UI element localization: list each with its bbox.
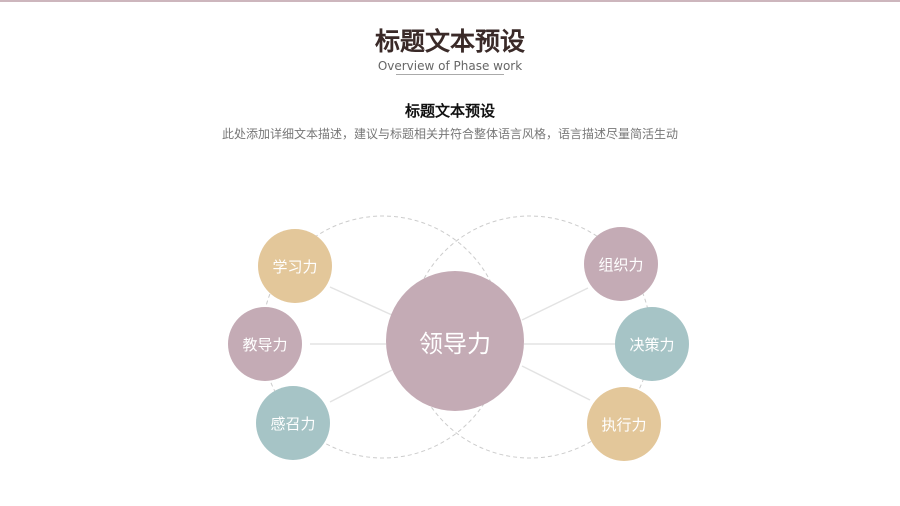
- node-execution: 执行力: [587, 387, 661, 461]
- page-subtitle: Overview of Phase work: [377, 59, 523, 73]
- center-node-leadership: 领导力: [386, 271, 524, 411]
- section-heading: 标题文本预设: [404, 102, 495, 120]
- node-decision: 决策力: [615, 307, 689, 381]
- connector: [329, 286, 393, 316]
- connector: [521, 287, 589, 321]
- node-label: 决策力: [629, 335, 675, 354]
- node-teaching: 教导力: [228, 307, 302, 381]
- section-description: 此处添加详细文本描述，建议与标题相关并符合整体语言风格，语言描述尽量简活生动: [221, 127, 678, 141]
- top-border: [0, 0, 900, 2]
- page-title: 标题文本预设: [374, 27, 525, 56]
- node-label: 学习力: [272, 257, 318, 276]
- node-label: 组织力: [598, 255, 644, 274]
- node-label: 执行力: [601, 415, 647, 434]
- connector: [521, 365, 591, 401]
- center-node-label: 领导力: [419, 329, 491, 358]
- node-inspiring: 感召力: [256, 386, 330, 460]
- node-organizing: 组织力: [584, 227, 658, 301]
- connector: [329, 369, 393, 403]
- subtitle-underline: [396, 74, 504, 75]
- node-label: 感召力: [270, 414, 316, 433]
- node-label: 教导力: [242, 335, 288, 354]
- node-learning: 学习力: [258, 229, 332, 303]
